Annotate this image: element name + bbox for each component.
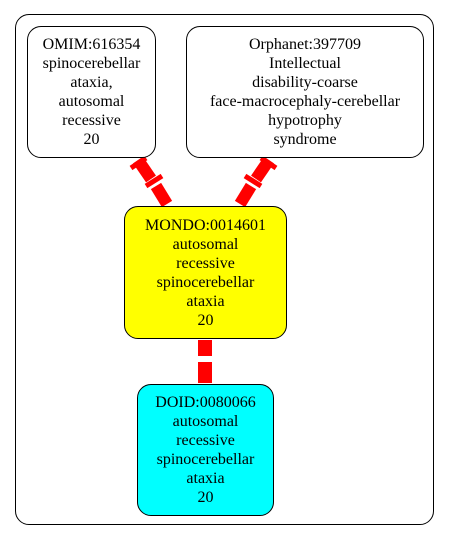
node-mondo-label-line: 20 [197,311,214,329]
node-omim: OMIM:616354 spinocerebellar ataxia, auto… [27,26,156,158]
edge-orphanet-to-mondo [234,155,278,208]
node-mondo-label-line: ataxia [186,292,225,310]
node-mondo-label-line: recessive [176,254,235,272]
node-orphanet-label-line: syndrome [273,131,337,148]
node-omim-label-line: ataxia, [70,74,113,91]
node-omim-id: OMIM:616354 [42,36,141,53]
node-omim-label-line: spinocerebellar [42,55,141,72]
node-omim-label-line: autosomal [58,93,125,110]
node-doid-label-line: recessive [176,432,235,449]
node-doid-label-line: autosomal [172,413,239,430]
node-orphanet-label-line: face-macrocephaly-cerebellar [209,93,401,110]
node-omim-label-line: 20 [83,131,100,148]
node-doid-id: DOID:0080066 [155,394,256,411]
node-mondo-label-line: spinocerebellar [156,273,255,291]
node-orphanet: Orphanet:397709 Intellectual disability-… [186,26,424,158]
node-orphanet-label-line: disability-coarse [252,74,358,91]
node-omim-label-line: recessive [62,112,121,129]
node-orphanet-label-line: Intellectual [269,55,341,72]
node-doid-label-line: 20 [197,489,214,506]
node-orphanet-label-line: hypotrophy [268,112,342,129]
edge-omim-to-mondo [129,155,173,208]
node-mondo: MONDO:0014601 autosomal recessive spinoc… [124,206,287,339]
node-doid-label-line: ataxia [186,470,225,487]
edge-mondo-to-doid [195,340,215,383]
node-doid-label-line: spinocerebellar [156,451,255,468]
graph-cluster-frame [15,14,434,525]
node-doid: DOID:0080066 autosomal recessive spinoce… [137,384,274,516]
node-mondo-label-line: autosomal [172,235,239,253]
node-mondo-id: MONDO:0014601 [145,216,266,234]
node-orphanet-id: Orphanet:397709 [249,36,361,53]
